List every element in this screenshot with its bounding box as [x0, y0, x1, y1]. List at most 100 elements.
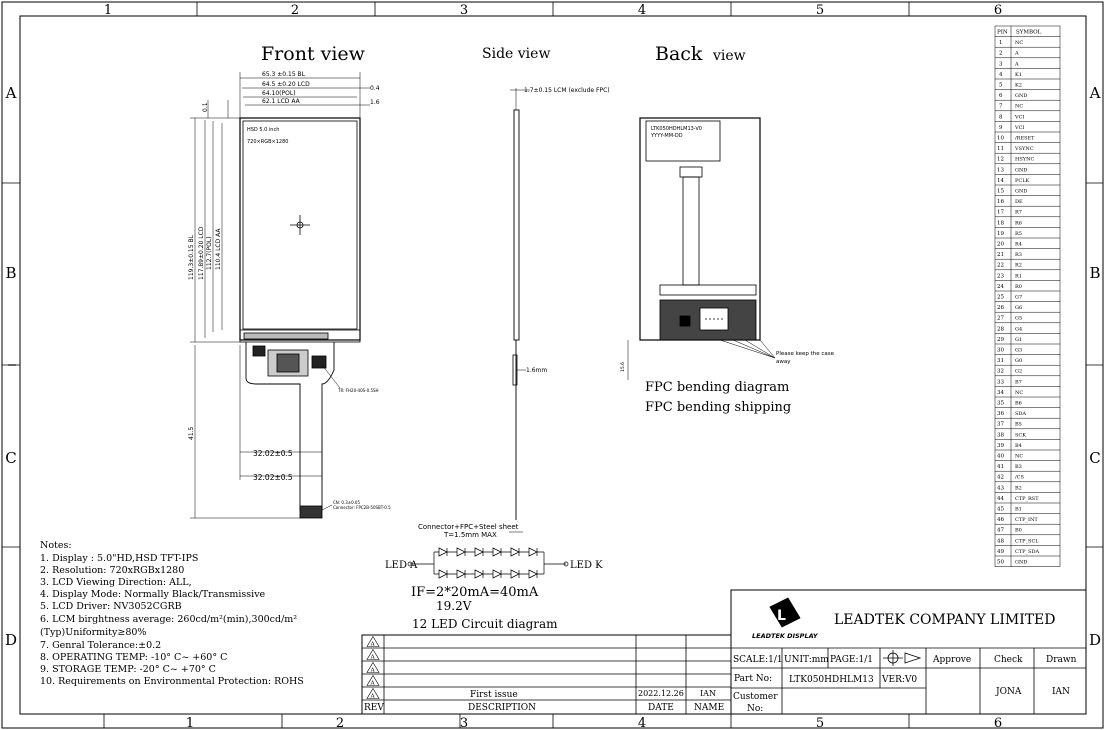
- pin-number: 10: [997, 136, 1004, 142]
- pin-number: 3: [999, 61, 1003, 67]
- note-line: 10. Requirements on Environmental Protec…: [40, 676, 304, 687]
- col-label: 6: [994, 716, 1002, 730]
- row-label: D: [1089, 631, 1101, 649]
- row-label: D: [5, 631, 17, 649]
- dim-label: 41.5: [188, 426, 195, 440]
- dim-label: 0.4: [370, 85, 380, 92]
- dim-label: 64.5 ±0.20 LCD: [262, 81, 310, 88]
- pin-number: 20: [997, 242, 1004, 248]
- pin-symbol: CTP_INT: [1015, 517, 1038, 523]
- dim-label: 1.6: [370, 99, 380, 106]
- pin-number: 29: [997, 337, 1004, 343]
- note-line: 6. LCM birghtness average: 260cd/m²(min)…: [40, 614, 297, 625]
- pin-number: 36: [997, 411, 1004, 417]
- name-header: NAME: [694, 703, 724, 713]
- date-header: DATE: [648, 703, 674, 713]
- notes-title: Notes:: [40, 540, 72, 551]
- pin-number: 4: [999, 72, 1003, 78]
- pin-symbol: VSYNC: [1014, 146, 1034, 152]
- note-line: 9. STORAGE TEMP: -20° C~ +70° C: [40, 664, 216, 675]
- pin-symbol: G5: [1015, 316, 1022, 322]
- revision-triangle-icon: [366, 635, 380, 647]
- pin-symbol: /RESET: [1015, 136, 1035, 142]
- note-line: 7. Genral Tolerance:±0.2: [40, 640, 161, 651]
- pin-symbol: R6: [1015, 220, 1022, 226]
- front-view-title: Front view: [261, 43, 366, 65]
- pin-symbol: NC: [1015, 104, 1023, 110]
- pin-symbol: B7: [1015, 379, 1022, 385]
- revision-letter: A: [370, 655, 376, 661]
- revision-triangle-icon: [366, 687, 380, 699]
- pin-symbol: R1: [1015, 273, 1022, 279]
- led-diode-icon: [438, 569, 448, 579]
- led-circuit-title: 12 LED Circuit diagram: [412, 617, 558, 631]
- fpc-note: TR: FH20-40S-0.5SH: [337, 388, 379, 393]
- drawer-name: IAN: [1052, 687, 1070, 697]
- col-label: 2: [336, 716, 344, 730]
- pin-symbol: R3: [1015, 252, 1022, 258]
- pin-symbol: R2: [1015, 263, 1022, 269]
- pin-symbol: GND: [1015, 167, 1027, 173]
- pin-number: 45: [997, 507, 1004, 513]
- pin-number: 42: [997, 475, 1004, 481]
- side-view-title: Side view: [482, 46, 550, 62]
- pin-symbol: R0: [1015, 284, 1022, 290]
- dim-label: 64.10(POL): [262, 90, 296, 97]
- checker-name: JONA: [995, 687, 1022, 697]
- pin-number: 32: [997, 369, 1004, 375]
- pin-symbol: G0: [1015, 358, 1022, 364]
- fpc-bending-shipping-label: FPC bending shipping: [645, 400, 791, 415]
- row-label: A: [5, 84, 17, 102]
- led-diode-icon: [474, 569, 484, 579]
- pin-number: 28: [997, 326, 1004, 332]
- led-diode-icon: [456, 569, 466, 579]
- part-no-label: Part No:: [734, 674, 772, 684]
- screen-label: HSD 5.0 inch: [247, 127, 279, 133]
- back-view-title: Back: [655, 43, 703, 65]
- pin-symbol: CTP_SCL: [1015, 538, 1039, 544]
- logo-letter: L: [777, 608, 786, 624]
- row-label: C: [1089, 449, 1100, 467]
- side-dim-label: 1.6mm: [526, 367, 547, 374]
- pin-symbol: A: [1014, 51, 1019, 57]
- notes: Notes: 1. Display : 5.0"HD,HSD TFT-IPS 2…: [40, 540, 304, 687]
- pin-symbol: DE: [1015, 199, 1023, 205]
- front-view: [190, 72, 370, 519]
- pin-symbol: K2: [1015, 83, 1022, 89]
- dim-label: 112.7(POL): [206, 236, 213, 270]
- col-label: 6: [994, 3, 1002, 18]
- col-label: 2: [291, 3, 299, 18]
- pin-number: 9: [999, 125, 1003, 131]
- back-view-title-suffix: view: [712, 48, 746, 64]
- pin-number: 30: [997, 348, 1004, 354]
- pin-symbol: G6: [1015, 305, 1022, 311]
- pin-symbol: B1: [1015, 507, 1022, 513]
- pin-number: 16: [997, 199, 1004, 205]
- pin-number: 47: [997, 528, 1004, 534]
- pin-number: 46: [997, 517, 1004, 523]
- revision-triangle-icon: [366, 648, 380, 660]
- pin-number: 41: [997, 464, 1004, 470]
- revision-letter: A: [370, 642, 376, 648]
- symbol-header: SYMBOL: [1016, 30, 1042, 36]
- pin-symbol: /CS: [1015, 475, 1025, 481]
- led-voltage: 19.2V: [436, 599, 472, 613]
- pin-symbol: R4: [1015, 242, 1022, 248]
- led-diode-icon: [492, 569, 502, 579]
- pin-symbol: R5: [1015, 231, 1022, 237]
- pin-number: 50: [997, 560, 1004, 566]
- pin-number: 25: [997, 295, 1004, 301]
- pin-number: 35: [997, 401, 1004, 407]
- led-k-label: LED K: [570, 560, 603, 571]
- dim-label: 119.3±0.15 BL: [188, 234, 195, 280]
- pin-symbol: CTP_SDA: [1015, 549, 1039, 555]
- led-a-label: LED A: [385, 560, 418, 571]
- note-line: 4. Display Mode: Normally Black/Transmis…: [40, 589, 266, 600]
- pin-number: 11: [997, 146, 1004, 152]
- note-line: 3. LCD Viewing Direction: ALL,: [40, 577, 192, 588]
- pin-symbol: GND: [1015, 93, 1027, 99]
- fpc-note: CN: 0.3±0.05: [333, 500, 360, 505]
- led-diode-icon: [438, 547, 448, 557]
- col-label: 5: [816, 716, 824, 730]
